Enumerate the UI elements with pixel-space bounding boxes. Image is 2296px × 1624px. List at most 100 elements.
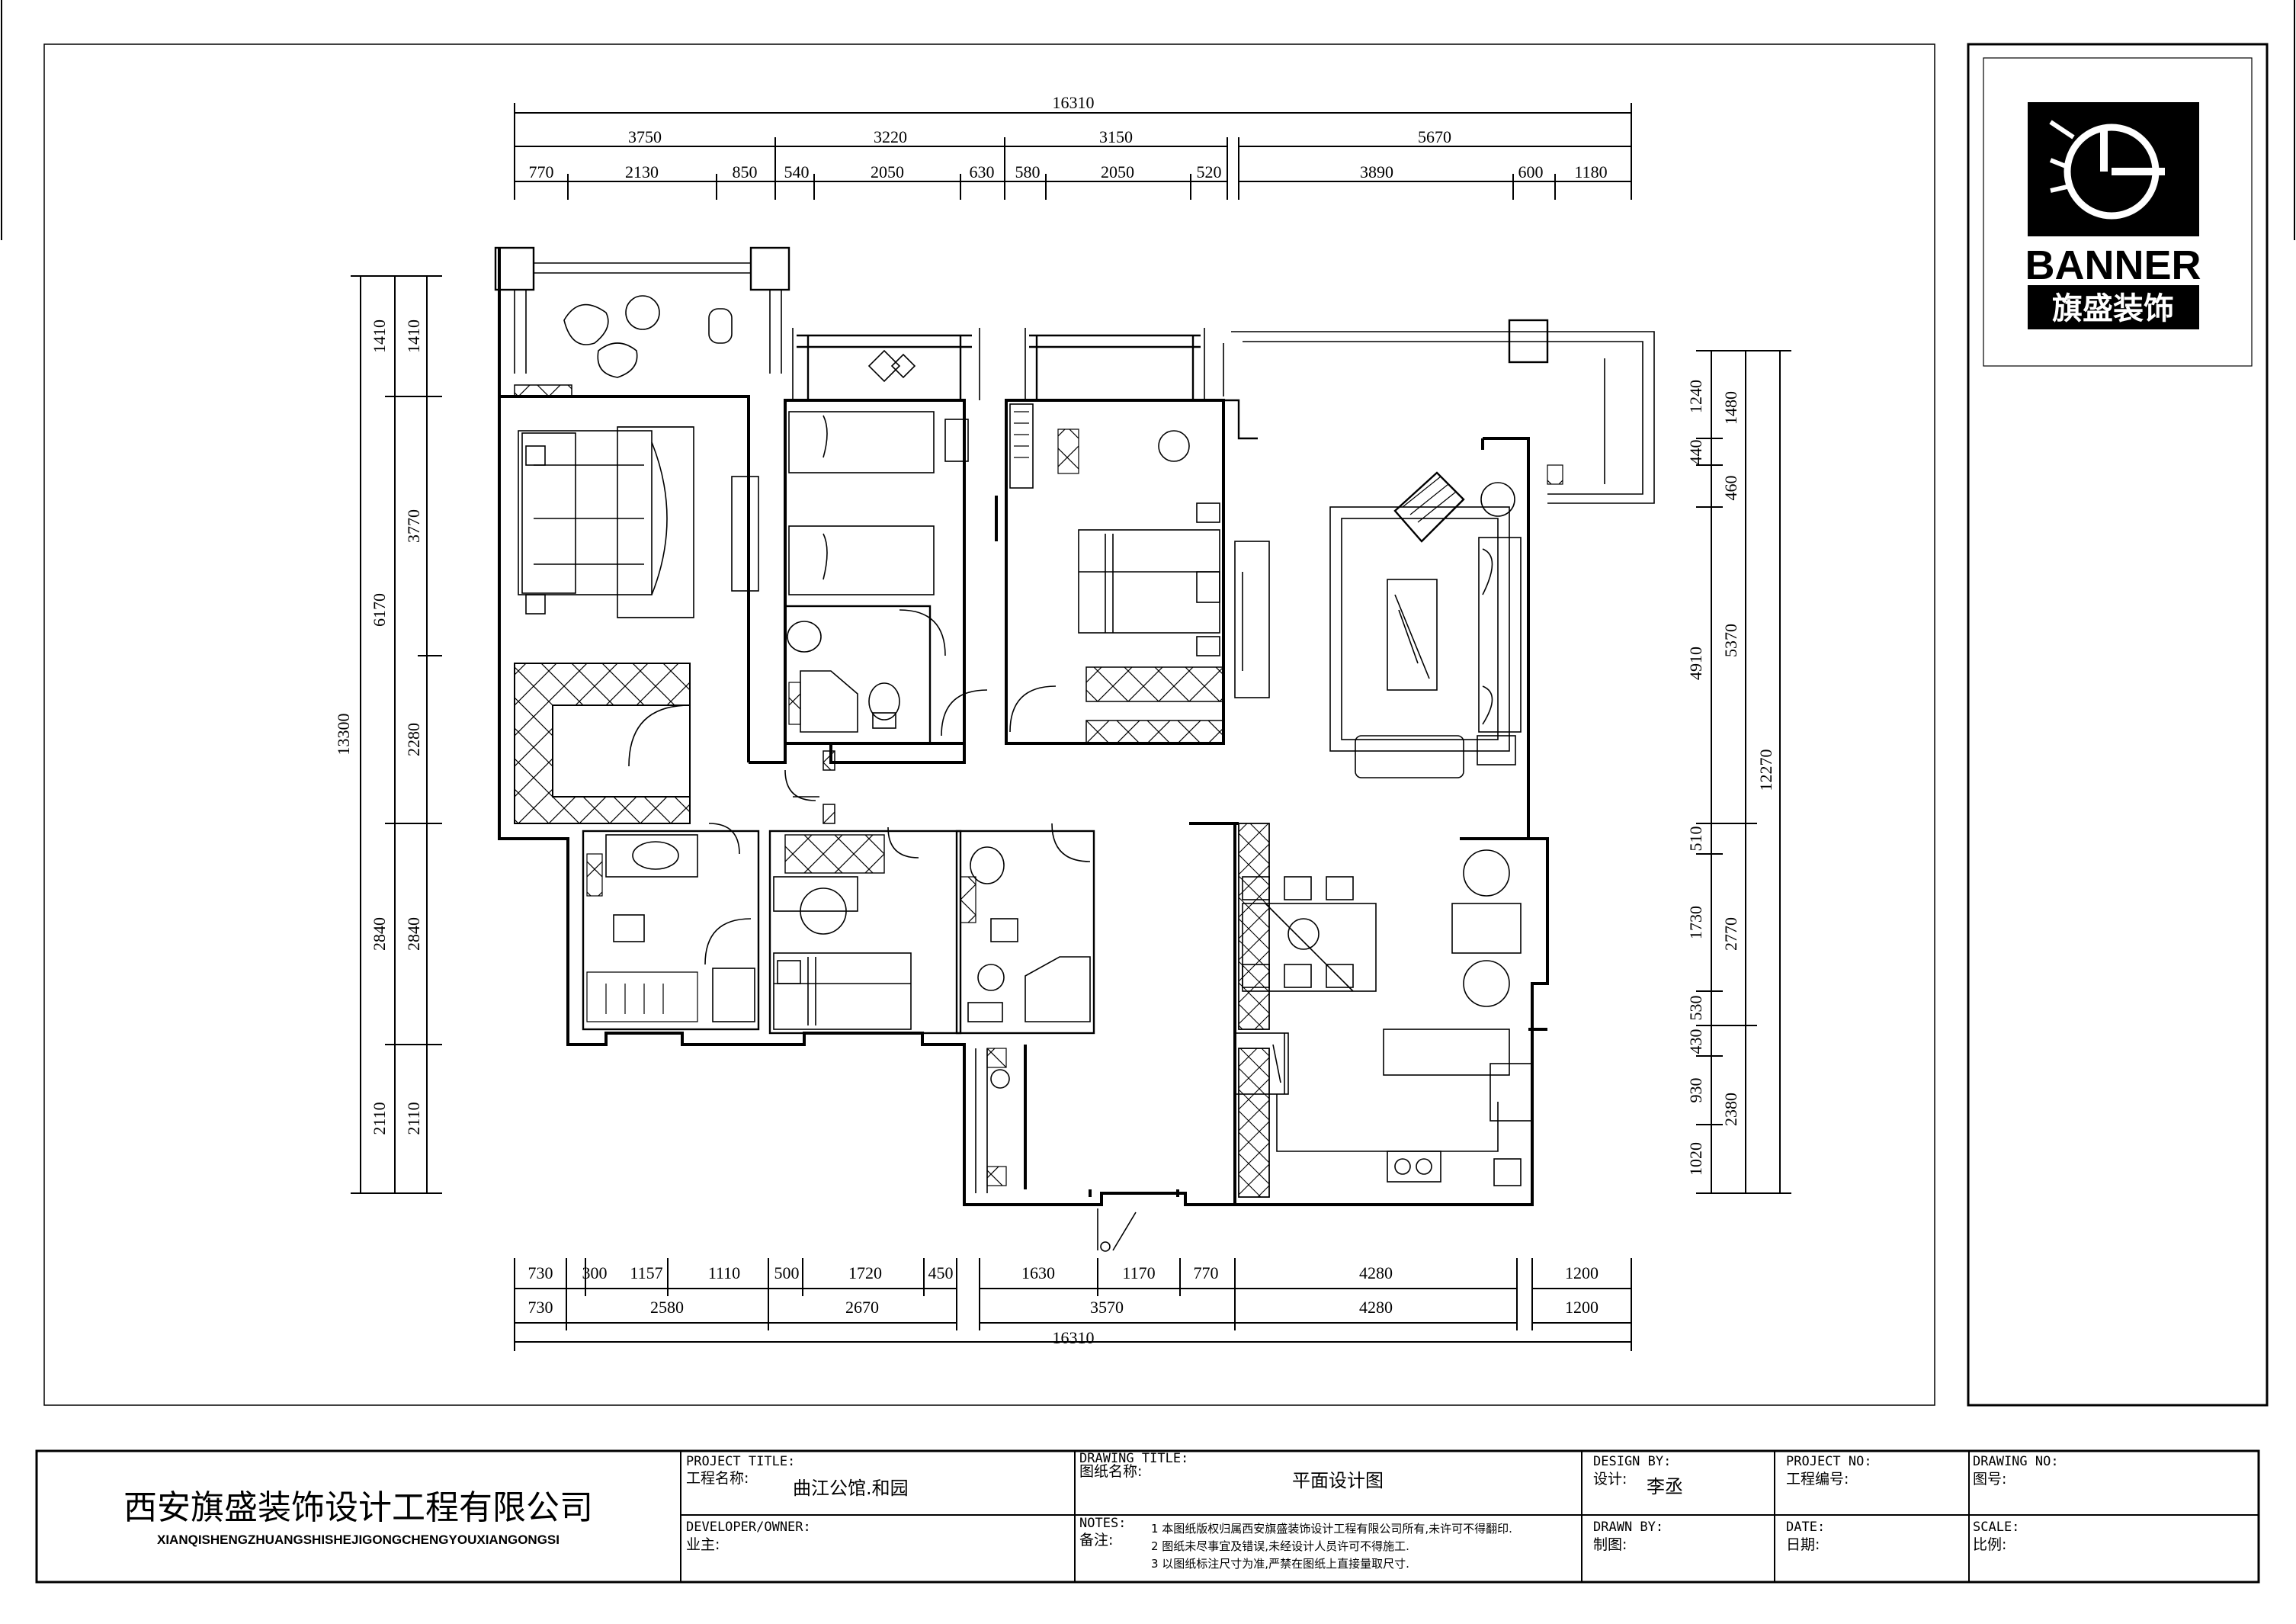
master-balcony [494, 246, 790, 396]
dim-bot-r1-7: 1630 [1021, 1263, 1055, 1282]
dim-left-mid-0: 1410 [370, 319, 389, 353]
drawn-by-label: DRAWN BY: [1593, 1520, 1663, 1535]
dimension-left-labels: 13300 1410 6170 2840 2110 1410 3770 2280… [334, 319, 423, 1135]
dining-room [1189, 822, 1528, 1205]
project-no-zh: 工程编号: [1786, 1471, 1849, 1488]
dim-right-in-9: 1020 [1686, 1142, 1705, 1176]
dim-top-r2-2: 3150 [1099, 127, 1133, 146]
living-balcony [1223, 319, 1655, 504]
dim-bot-r1-5: 1720 [848, 1263, 882, 1282]
dim-left-in-3: 2840 [404, 917, 423, 951]
dim-left-in-0: 1410 [404, 319, 423, 353]
dim-top-r2-3: 5670 [1418, 127, 1451, 146]
dim-left-in-4: 2110 [404, 1102, 423, 1135]
dim-right-in-2: 460 [1721, 476, 1740, 501]
date-label: DATE: [1786, 1520, 1825, 1535]
kitchen [1234, 1028, 1547, 1198]
drawing-title-value: 平面设计图 [1292, 1470, 1384, 1491]
dim-bot-r2-3: 3570 [1090, 1298, 1124, 1317]
dim-bot-r1-4: 500 [774, 1263, 800, 1282]
drawing-title-label: DRAWING TITLE: [1079, 1451, 1188, 1466]
scale-zh: 比例: [1973, 1536, 2006, 1553]
dim-top-r3-10: 600 [1518, 162, 1544, 181]
dim-bot-r1-11: 1200 [1565, 1263, 1599, 1282]
note-1: 1 本图纸版权归属西安旗盛装饰设计工程有限公司所有,未许可不得翻印. [1151, 1522, 1512, 1536]
notes-zh: 备注: [1079, 1532, 1113, 1549]
design-by-value: 李丞 [1647, 1476, 1683, 1497]
dim-right-in-8: 930 [1686, 1078, 1705, 1103]
dim-right-mid-1: 5370 [1721, 624, 1740, 657]
banner-logo: BANNER 旗盛装饰 [1983, 57, 2253, 367]
logo-panel-frame [1967, 43, 2269, 1407]
lower-bathroom [582, 823, 760, 1031]
drawing-no-zh: 图号: [1973, 1471, 2006, 1488]
dim-top-r3-2: 850 [733, 162, 758, 181]
design-by-zh: 设计: [1593, 1471, 1627, 1488]
dim-right-in-5: 1730 [1686, 906, 1705, 939]
dim-top-r3-5: 630 [970, 162, 995, 181]
logo-brand-en: BANNER [2025, 242, 2201, 288]
dim-right-mid-2: 2770 [1721, 917, 1740, 951]
dim-top-r3-6: 580 [1015, 162, 1041, 181]
dim-right-in-3: 4910 [1686, 647, 1705, 680]
dim-bot-r2-5: 1200 [1565, 1298, 1599, 1317]
dimension-top-labels: 16310 3750 3220 3150 5670 770 2130 850 5… [529, 93, 1608, 181]
note-3: 3 以图纸标注尺寸为准,严禁在图纸上直接量取尺寸. [1151, 1557, 1409, 1571]
dimension-right-labels: 1240 440 460 4910 510 1730 530 430 930 1… [1686, 380, 1775, 1176]
floor-plan [494, 246, 1655, 1252]
exterior-wall [498, 248, 1549, 1206]
dim-bot-r1-1: 300 [582, 1263, 608, 1282]
entry-corridor [975, 1045, 1179, 1252]
dim-top-r3-11: 1180 [1574, 162, 1607, 181]
dim-top-r3-0: 770 [529, 162, 554, 181]
project-title-zh: 工程名称: [686, 1470, 749, 1487]
dim-bot-r1-3: 1110 [708, 1263, 740, 1282]
lower-bathroom-2 [955, 823, 1095, 1035]
dim-bot-r2-4: 4280 [1359, 1298, 1393, 1317]
developer-label: DEVELOPER/OWNER: [686, 1520, 811, 1535]
drawn-by-zh: 制图: [1593, 1536, 1627, 1553]
dimension-bottom [514, 1258, 1632, 1351]
dim-right-mid-3: 2380 [1721, 1093, 1740, 1126]
project-title-value: 曲江公馆.和园 [793, 1478, 909, 1499]
title-block: 西安旗盛装饰设计工程有限公司 XIANQISHENGZHUANGSHISHEJI… [35, 1449, 2260, 1584]
dim-right-in-1: 440 [1686, 440, 1705, 465]
dim-top-r2-1: 3220 [874, 127, 907, 146]
dim-top-total: 16310 [1053, 93, 1095, 112]
bedroom-2 [784, 328, 998, 745]
dim-bot-r2-2: 2670 [845, 1298, 879, 1317]
dim-top-r2-0: 3750 [628, 127, 662, 146]
developer-zh: 业主: [686, 1536, 720, 1553]
dim-bot-r1-9: 770 [1194, 1263, 1219, 1282]
scale-label: SCALE: [1973, 1520, 2019, 1535]
dim-left-in-2: 2280 [404, 723, 423, 756]
dim-bot-r1-10: 4280 [1359, 1263, 1393, 1282]
dim-right-in-0: 1240 [1686, 380, 1705, 413]
dim-top-r3-3: 540 [784, 162, 810, 181]
dim-top-r3-9: 3890 [1360, 162, 1393, 181]
dim-bot-r2-0: 730 [528, 1298, 553, 1317]
master-bedroom [518, 426, 759, 618]
dimension-bottom-labels: 730 300 1157 1110 500 1720 450 1630 1170… [528, 1263, 1599, 1347]
project-title-label: PROJECT TITLE: [686, 1454, 795, 1469]
dim-bot-r1-2: 1157 [630, 1263, 662, 1282]
project-no-label: PROJECT NO: [1786, 1454, 1872, 1469]
company-name: 西安旗盛装饰设计工程有限公司 [123, 1488, 593, 1527]
dim-right-in-4: 510 [1686, 826, 1705, 852]
dim-bot-r2-1: 2580 [650, 1298, 684, 1317]
dim-top-r3-8: 520 [1197, 162, 1222, 181]
dim-left-total: 13300 [334, 714, 353, 756]
dimension-top [514, 103, 1632, 200]
dim-bot-r1-6: 450 [928, 1263, 954, 1282]
dim-left-in-1: 3770 [404, 509, 423, 543]
bedroom-3 [941, 328, 1270, 745]
dim-top-r3-4: 2050 [871, 162, 904, 181]
dim-left-mid-3: 2110 [370, 1102, 389, 1135]
dim-right-mid-0: 1480 [1721, 391, 1740, 425]
dim-right-in-7: 430 [1686, 1029, 1705, 1054]
living-room [1329, 438, 1530, 839]
company-pinyin: XIANQISHENGZHUANGSHISHEJIGONGCHENGYOUXIA… [157, 1533, 560, 1547]
dimension-right [1696, 350, 1791, 1194]
drawing-no-label: DRAWING NO: [1973, 1454, 2059, 1469]
